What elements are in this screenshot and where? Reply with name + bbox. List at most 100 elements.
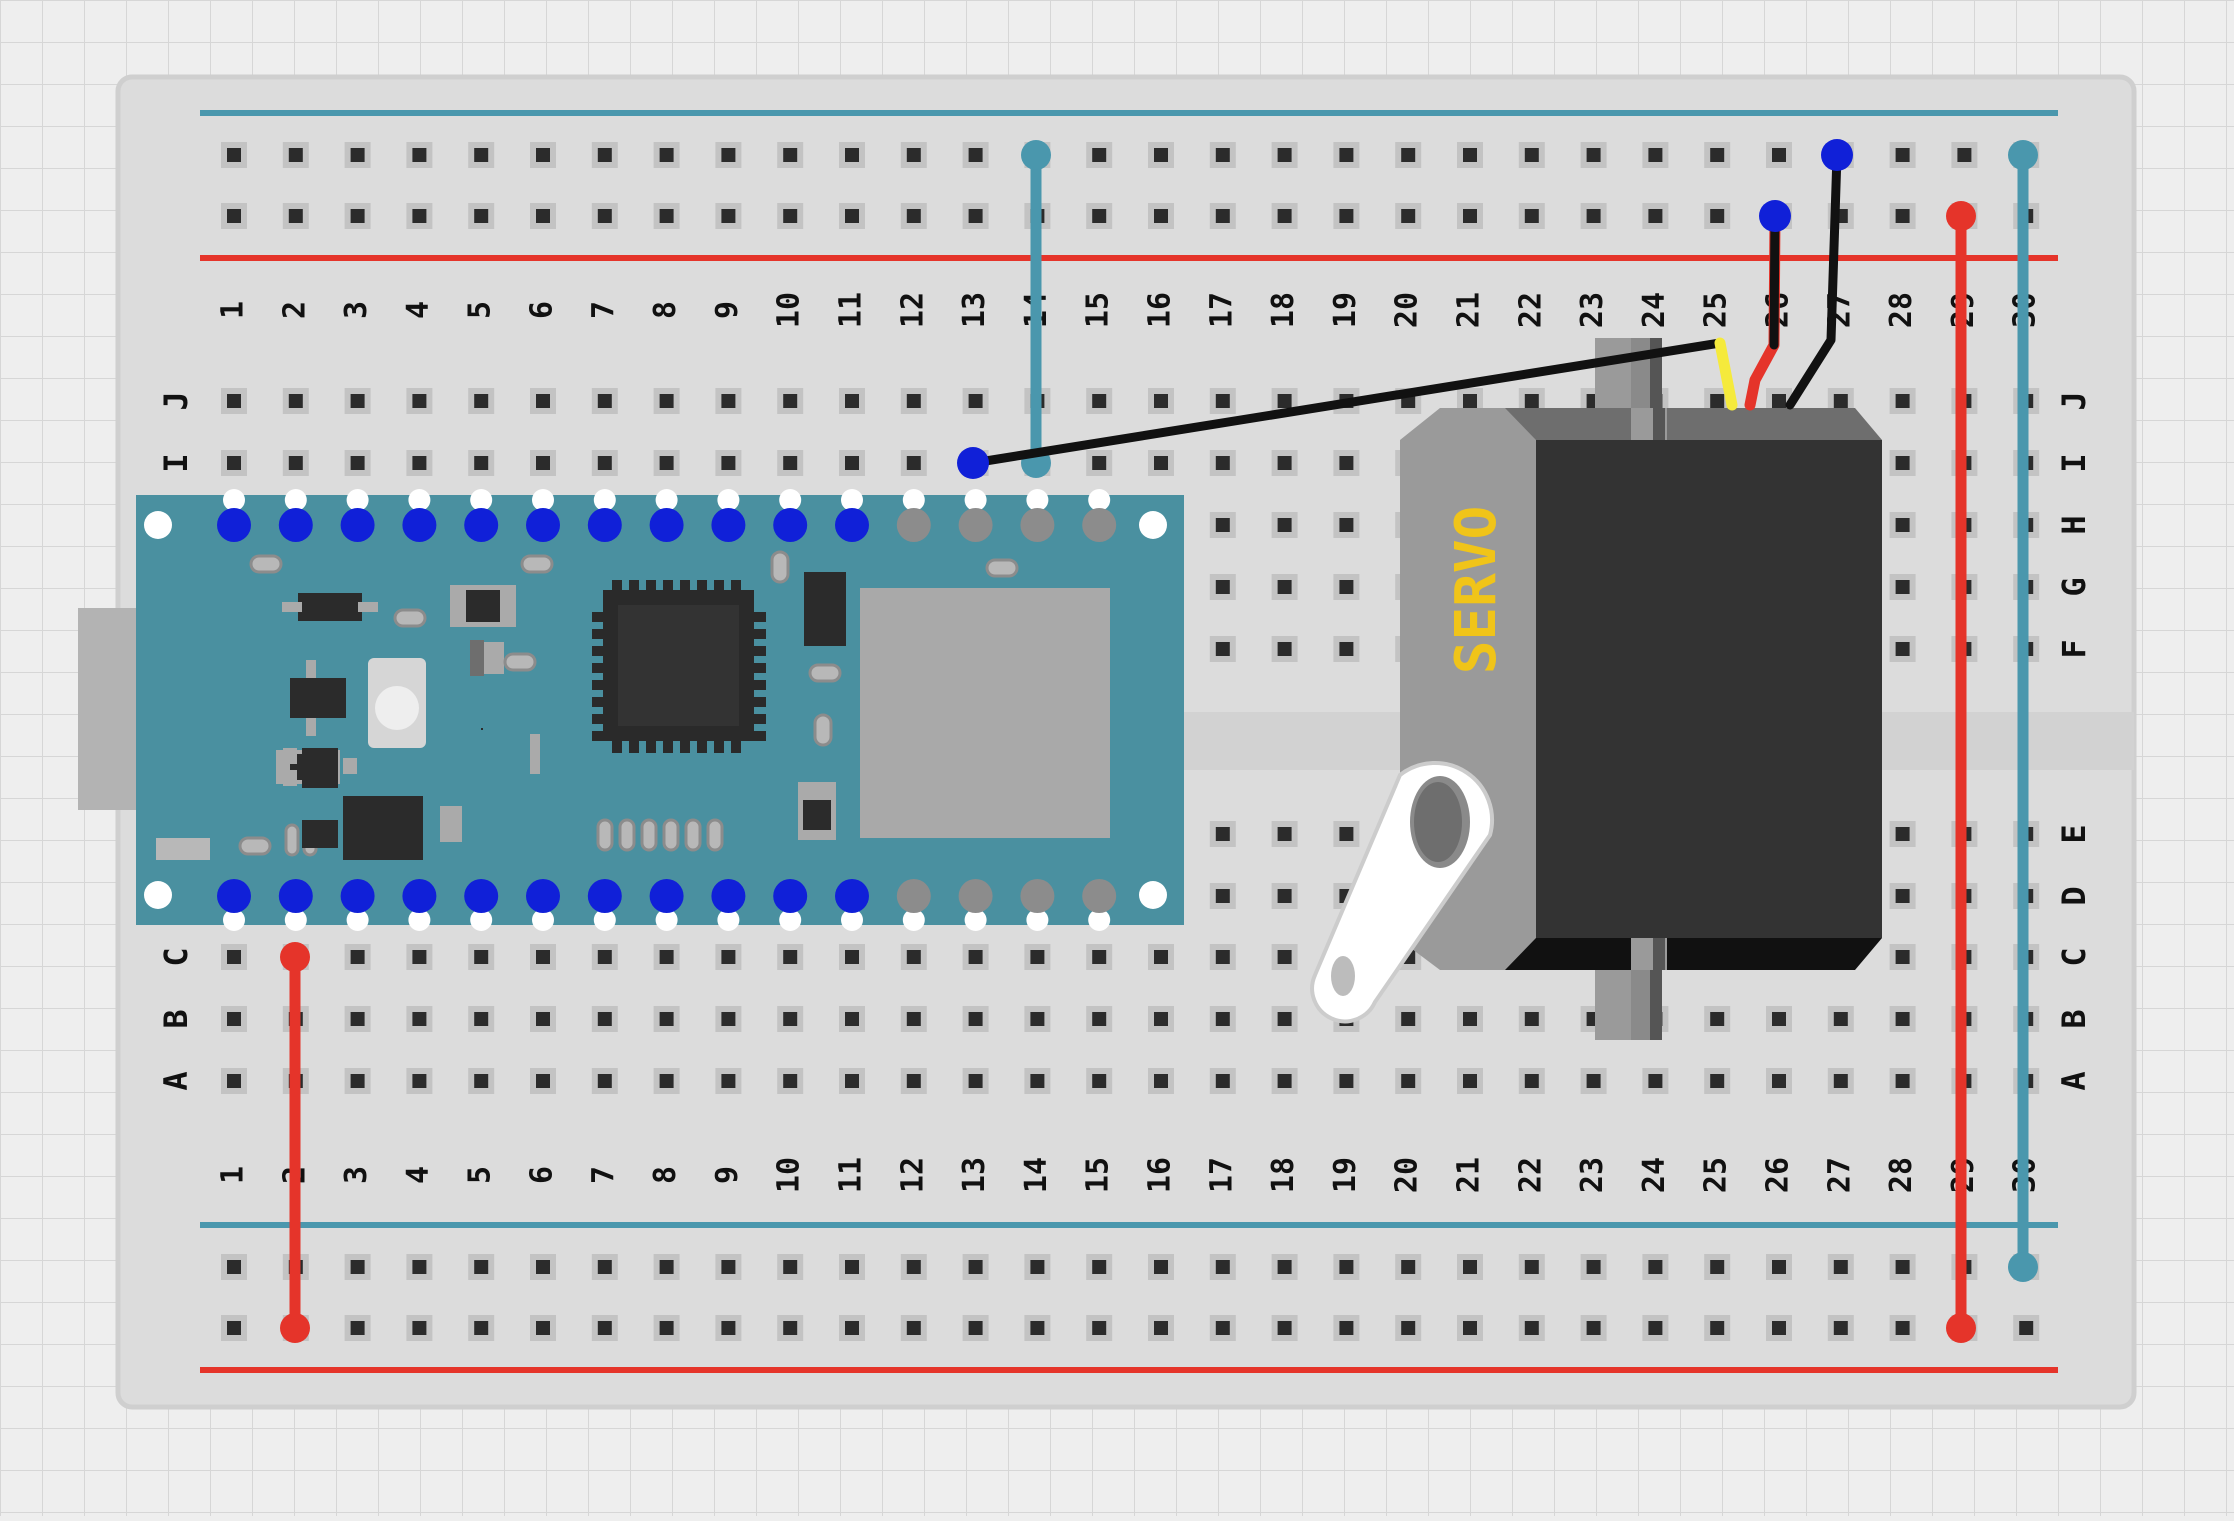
header-pin[interactable] bbox=[1082, 508, 1117, 542]
breadboard-hole-socket bbox=[1030, 1012, 1045, 1026]
header-pad bbox=[902, 909, 925, 931]
breadboard-hole-socket bbox=[350, 950, 365, 964]
breadboard-hole-socket bbox=[1895, 950, 1910, 964]
header-pin-connected[interactable] bbox=[278, 508, 313, 542]
rail-hole-socket bbox=[1648, 148, 1663, 162]
header-pin[interactable] bbox=[896, 879, 931, 913]
header-pin-connected[interactable] bbox=[587, 508, 622, 542]
header-pin-connected[interactable] bbox=[464, 508, 499, 542]
header-pin[interactable] bbox=[958, 508, 993, 542]
header-pad bbox=[223, 909, 245, 931]
rail-hole-socket bbox=[227, 1260, 241, 1274]
breadboard-hole-socket bbox=[597, 456, 612, 470]
breadboard-hole-socket bbox=[1030, 1074, 1045, 1088]
black-jumper-col26[interactable] bbox=[1769, 211, 1780, 350]
header-pin-connected[interactable] bbox=[526, 508, 560, 542]
arduino-nano[interactable] bbox=[78, 489, 1184, 931]
breadboard-hole-socket bbox=[597, 394, 612, 408]
column-label: 27 bbox=[1822, 1157, 1857, 1193]
header-pin-connected[interactable] bbox=[711, 879, 746, 913]
smd-resistors bbox=[156, 550, 1019, 860]
column-label: 20 bbox=[1390, 292, 1425, 328]
transistor bbox=[290, 678, 346, 718]
row-label: F bbox=[2055, 639, 2093, 658]
rail-hole-socket bbox=[227, 1321, 241, 1335]
smd-part bbox=[156, 838, 210, 860]
rail-hole-socket bbox=[659, 209, 674, 223]
rail-hole-socket bbox=[412, 209, 427, 223]
rail-hole-socket bbox=[845, 1260, 859, 1274]
breadboard-hole-socket bbox=[1154, 1012, 1168, 1026]
header-pin-connected[interactable] bbox=[464, 879, 499, 913]
column-label: 21 bbox=[1452, 1157, 1487, 1193]
rail-hole-socket bbox=[1092, 1321, 1107, 1335]
header-pin[interactable] bbox=[1082, 879, 1117, 913]
breadboard-hole-socket bbox=[845, 950, 859, 964]
red-jumper-col2-end-top bbox=[280, 942, 310, 972]
rail-hole-socket bbox=[721, 1321, 736, 1335]
rail-jumpers bbox=[1946, 140, 2038, 1343]
header-pin-connected[interactable] bbox=[835, 879, 869, 913]
header-pin-connected[interactable] bbox=[649, 879, 684, 913]
breadboard-hole-socket bbox=[1154, 394, 1168, 408]
breadboard-hole-socket bbox=[1277, 1012, 1292, 1026]
column-label: 23 bbox=[1575, 292, 1610, 328]
header-pin[interactable] bbox=[958, 879, 993, 913]
header-pin-connected[interactable] bbox=[340, 879, 375, 913]
black-jumper-col27[interactable] bbox=[1785, 150, 1842, 410]
header-pin[interactable] bbox=[896, 508, 931, 542]
reset-button[interactable] bbox=[375, 686, 419, 730]
breadboard-hole-socket bbox=[536, 394, 550, 408]
header-pin-connected[interactable] bbox=[340, 508, 375, 542]
header-pin-connected[interactable] bbox=[835, 508, 869, 542]
breadboard-hole-socket bbox=[659, 1012, 674, 1026]
header-pad bbox=[655, 489, 678, 511]
header-pin[interactable] bbox=[1020, 879, 1055, 913]
rail-hole-socket bbox=[1586, 148, 1601, 162]
column-label: 5 bbox=[463, 1166, 498, 1184]
header-pin-connected[interactable] bbox=[526, 879, 560, 913]
rail-hole-socket bbox=[1277, 209, 1292, 223]
header-pin-connected[interactable] bbox=[587, 879, 622, 913]
breadboard-hole-socket bbox=[227, 456, 241, 470]
column-label: 11 bbox=[834, 1157, 869, 1193]
rail-hole-socket bbox=[1092, 209, 1107, 223]
header-pin-connected[interactable] bbox=[773, 508, 808, 542]
breadboard-hole-socket bbox=[1524, 394, 1539, 408]
rail-hole-socket bbox=[1401, 1260, 1416, 1274]
rail-hole-socket bbox=[412, 1321, 427, 1335]
rail-hole-socket bbox=[474, 148, 489, 162]
column-label: 7 bbox=[586, 301, 621, 319]
column-label: 24 bbox=[1637, 1157, 1672, 1193]
header-pin-connected[interactable] bbox=[217, 508, 251, 542]
atmega-chip bbox=[592, 580, 766, 753]
header-pin-connected[interactable] bbox=[649, 508, 684, 542]
breadboard-hole-socket bbox=[1092, 394, 1107, 408]
rail-hole-socket bbox=[1030, 1321, 1045, 1335]
header-pin-connected[interactable] bbox=[278, 879, 313, 913]
header-pin-connected[interactable] bbox=[217, 879, 251, 913]
servo-motor[interactable]: SERVO bbox=[1310, 338, 1882, 1040]
column-label: 15 bbox=[1081, 1157, 1116, 1193]
rail-hole-socket bbox=[1895, 148, 1910, 162]
breadboard-hole-socket bbox=[412, 950, 427, 964]
breadboard-hole-socket bbox=[1215, 1074, 1230, 1088]
column-label: 15 bbox=[1081, 292, 1116, 328]
breadboard-hole-socket bbox=[1833, 1012, 1848, 1026]
header-pad bbox=[964, 909, 987, 931]
header-pin-connected[interactable] bbox=[402, 508, 437, 542]
breadboard-hole-socket bbox=[1772, 1074, 1786, 1088]
column-label: 5 bbox=[463, 301, 498, 319]
rail-hole-socket bbox=[288, 209, 303, 223]
rail-hole-socket bbox=[783, 209, 798, 223]
header-pin-connected[interactable] bbox=[711, 508, 746, 542]
resistor bbox=[440, 806, 462, 842]
header-pin-connected[interactable] bbox=[773, 879, 808, 913]
rail-hole-socket bbox=[968, 1321, 983, 1335]
header-pin[interactable] bbox=[1020, 508, 1055, 542]
rail-hole-socket bbox=[783, 1260, 798, 1274]
header-pin-connected[interactable] bbox=[402, 879, 437, 913]
servo-horn[interactable] bbox=[1310, 760, 1494, 1024]
breadboard-hole-socket bbox=[906, 456, 921, 470]
header-pad bbox=[1088, 909, 1111, 931]
